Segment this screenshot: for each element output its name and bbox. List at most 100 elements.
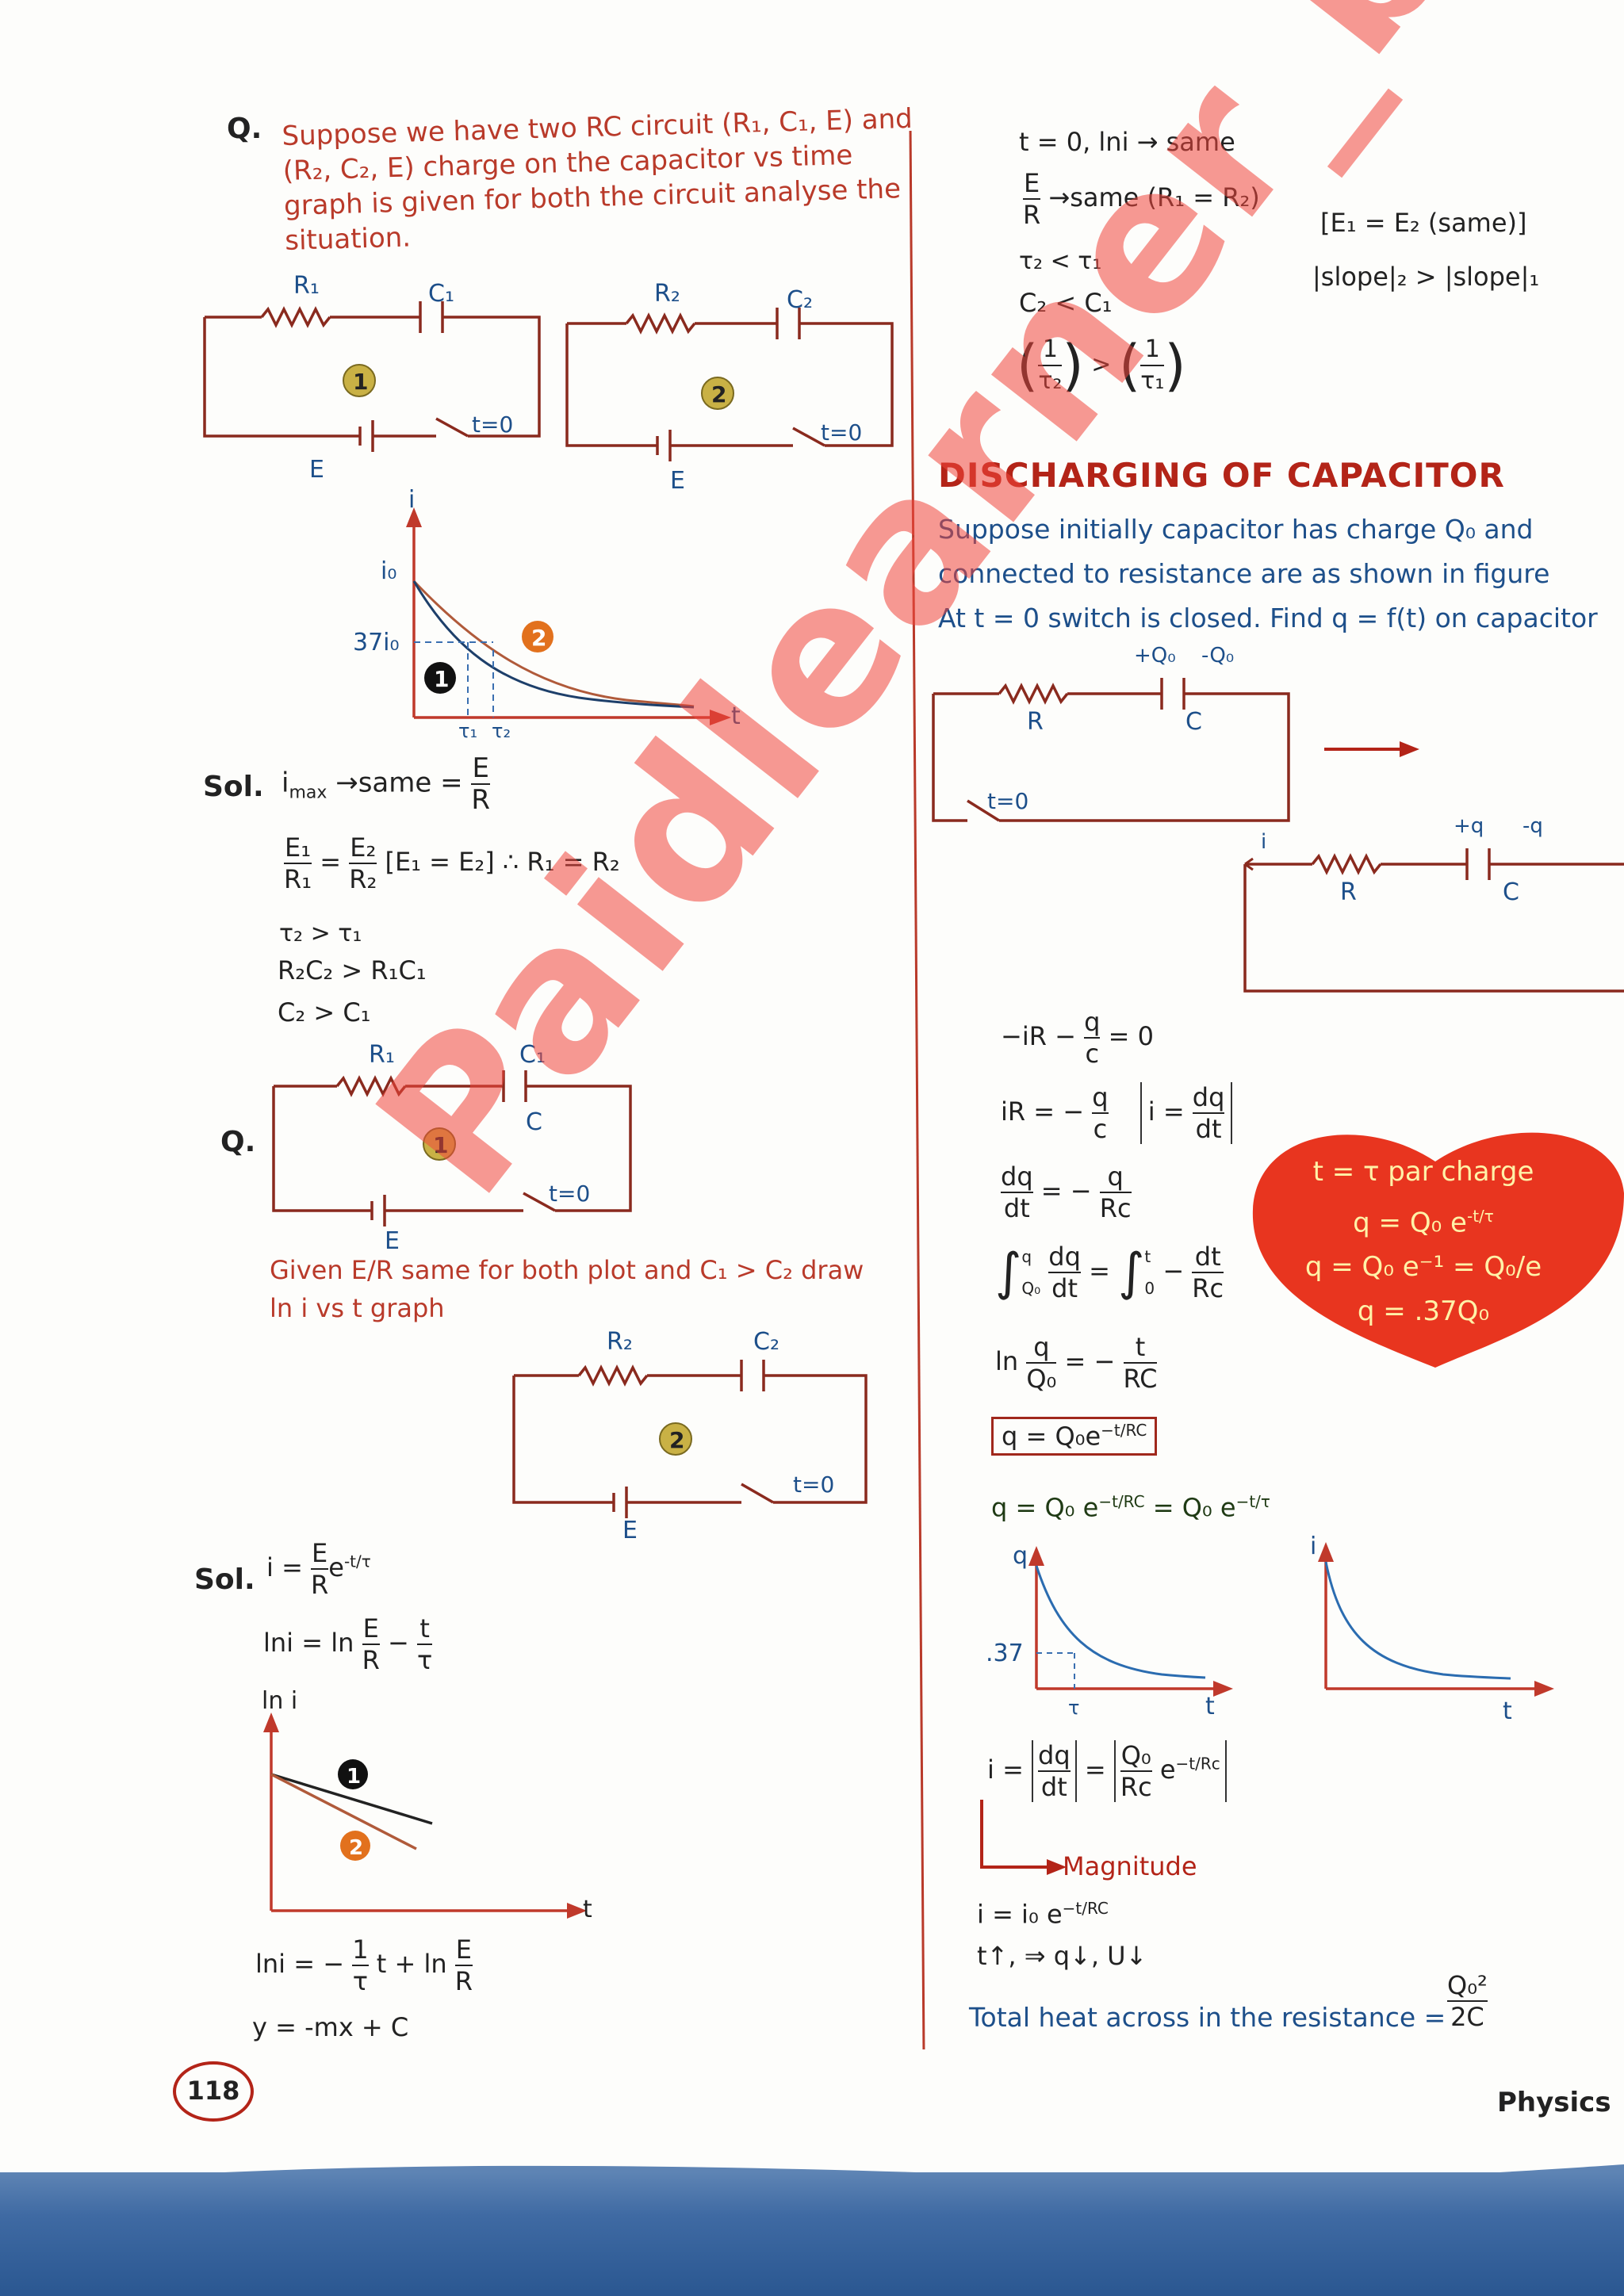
fraction-den: τ₁	[1140, 365, 1165, 396]
fraction-den: c	[1084, 1037, 1101, 1069]
badge-2	[522, 621, 553, 652]
fraction-num: dq	[1192, 1082, 1225, 1112]
eq-text: = −	[1064, 1346, 1116, 1376]
graph-y-label: i	[1310, 1533, 1316, 1560]
question1-text: Suppose we have two RC circuit (R₁, C₁, …	[282, 101, 916, 258]
minus-q0-label: -Q₀	[1201, 644, 1234, 668]
solution2-eq4: y = -mx + C	[252, 2012, 409, 2042]
switch-label: t=0	[793, 1471, 834, 1498]
question2-line: ln i vs t graph	[270, 1293, 445, 1323]
fraction-den: R₂	[349, 863, 377, 894]
eq-text: =	[1089, 1256, 1110, 1286]
eq-superscript: −t/RC	[1062, 1899, 1109, 1918]
question1-label: Q.	[227, 113, 262, 145]
eq-text: →same (R₁ = R₂)	[1048, 182, 1260, 212]
eq-text: lni = ln	[263, 1628, 354, 1658]
solution1-line4: R₂C₂ > R₁C₁	[278, 955, 427, 985]
fraction-num: q	[1084, 1007, 1101, 1037]
fraction-num: E	[362, 1613, 379, 1644]
solution2-label: Sol.	[194, 1563, 255, 1596]
limit-lower: Q₀	[1021, 1279, 1041, 1298]
current-label: i	[1261, 830, 1266, 854]
switch-label: t=0	[987, 788, 1028, 814]
switch-icon	[385, 1192, 556, 1212]
fraction-num: t	[1135, 1332, 1146, 1362]
x-axis-arrow	[1534, 1681, 1554, 1697]
right-line3-slope: |slope|₂ > |slope|₁	[1312, 262, 1540, 292]
graph-level-label: .37	[986, 1640, 1024, 1667]
solution1-line5: C₂ > C₁	[278, 997, 371, 1027]
discharging-heading: DISCHARGING OF CAPACITOR	[938, 456, 1505, 495]
rb-label: R	[1340, 878, 1357, 906]
graph-x-label: t	[1503, 1697, 1512, 1720]
fraction-den: dt	[1192, 1112, 1225, 1144]
eq-text: e	[1159, 1755, 1176, 1785]
fraction-num: E₂	[350, 832, 377, 863]
circuit2-r-label: R₂	[654, 280, 680, 308]
y-axis-arrow	[406, 507, 422, 527]
graph-y-label: q	[1013, 1542, 1028, 1570]
fraction-den: RC	[1123, 1362, 1158, 1394]
eq-text: lni = −	[255, 1949, 345, 1979]
battery-icon	[358, 420, 374, 452]
wire	[799, 322, 894, 447]
limit-upper: q	[1021, 1247, 1032, 1266]
badge-2	[340, 1831, 370, 1861]
fraction-den: Rc	[1120, 1770, 1152, 1802]
fraction-num: E	[455, 1934, 472, 1965]
fraction-den: τ	[416, 1644, 433, 1675]
badge-1	[424, 662, 456, 694]
fraction-den: 2C	[1447, 2000, 1488, 2032]
switch-icon	[932, 694, 1000, 822]
subject-label: Physics	[1497, 2087, 1611, 2118]
r2-label: R₂	[607, 1328, 633, 1356]
plus-q0-label: +Q₀	[1134, 644, 1176, 668]
eq-i-i0: i = i₀ e−t/RC	[977, 1899, 1109, 1930]
paren-close: )	[1164, 333, 1186, 398]
eq-trend: t↑, ⇒ q↓, U↓	[977, 1941, 1147, 1971]
badge-1-text: 1	[434, 666, 449, 692]
page-number: 118	[173, 2061, 254, 2122]
right-line2-bracket: [E₁ = E₂ (same)]	[1320, 208, 1527, 238]
curve-1	[412, 580, 695, 709]
limit-upper: t	[1144, 1247, 1151, 1266]
switch-icon	[670, 427, 825, 447]
heart-superscript: -t/τ	[1466, 1207, 1494, 1226]
limit-lower: 0	[1144, 1279, 1155, 1298]
resistor-icon	[335, 1075, 407, 1097]
eq-text: e	[328, 1552, 344, 1582]
circuit1-e-label: E	[309, 456, 324, 484]
eq-text: = 0	[1108, 1021, 1154, 1051]
eq-boxed-result: q = Q₀e−t/RC	[991, 1417, 1158, 1456]
curve-2	[412, 580, 695, 708]
x-axis-arrow	[710, 710, 731, 725]
circuit2-e-label: E	[670, 467, 685, 495]
eq-text: = −	[1040, 1176, 1092, 1206]
capacitor-icon	[1160, 678, 1185, 710]
x-axis-arrow	[567, 1903, 587, 1919]
discharging-paragraph: Suppose initially capacitor has charge Q…	[938, 507, 1622, 641]
line-1	[270, 1773, 433, 1825]
fraction-den: R	[454, 1965, 473, 1996]
solution1-line3: τ₂ > τ₁	[279, 920, 362, 947]
minus-q-label: -q	[1522, 814, 1543, 838]
fraction-den: R	[471, 783, 491, 816]
imax-subscript: max	[289, 783, 327, 803]
eq-text: i = i₀ e	[977, 1899, 1063, 1930]
current-arrow	[1244, 857, 1254, 871]
badge-2-text: 2	[531, 625, 546, 651]
eq-superscript: -t/τ	[343, 1552, 371, 1571]
eq-text: = Q₀ e	[1144, 1492, 1236, 1523]
resistor-icon	[625, 312, 696, 335]
fraction-num: E₁	[285, 832, 312, 863]
eq-superscript: −t/Rc	[1175, 1754, 1220, 1774]
circuit1-switch-label: t=0	[472, 411, 513, 438]
eq-text: t + ln	[376, 1949, 447, 1979]
eq-superscript: −t/RC	[1098, 1492, 1145, 1511]
